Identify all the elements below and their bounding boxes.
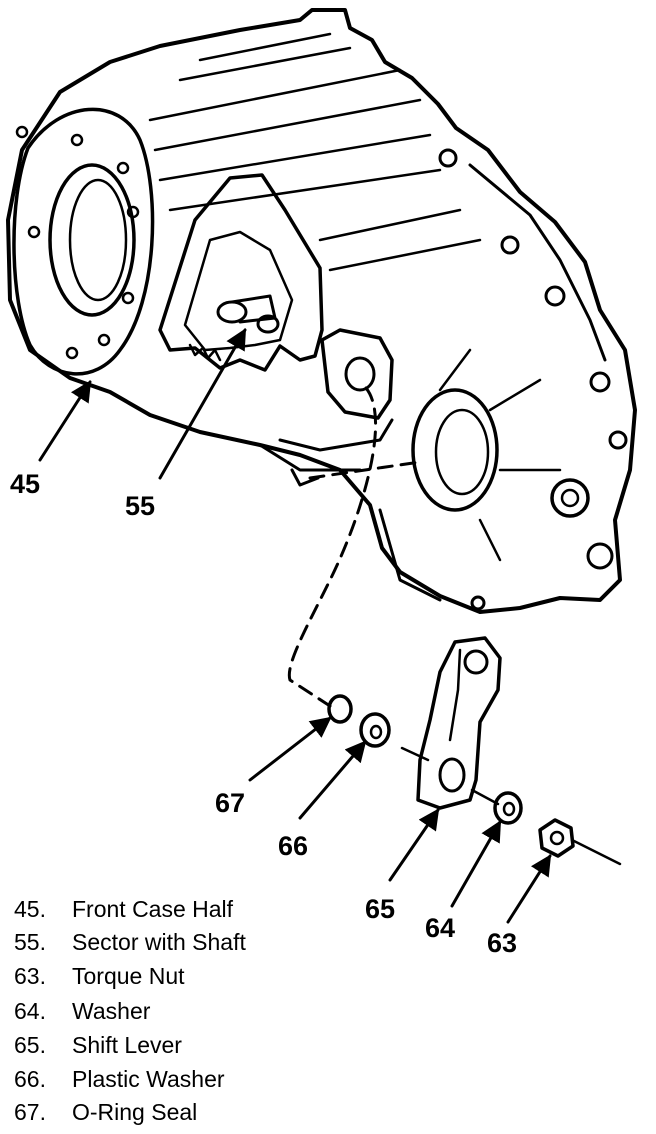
legend-label: Sector with Shaft bbox=[72, 929, 246, 955]
leader-67 bbox=[248, 716, 332, 782]
legend-label: Torque Nut bbox=[72, 963, 185, 989]
plastic-washer bbox=[359, 712, 391, 748]
torque-nut bbox=[538, 818, 575, 858]
leader-65 bbox=[388, 808, 440, 882]
legend-number: 63. bbox=[14, 963, 46, 989]
legend-label: Front Case Half bbox=[72, 896, 234, 922]
legend-item: 66. Plastic Washer bbox=[14, 1066, 225, 1092]
legend-item: 45. Front Case Half bbox=[14, 896, 234, 922]
leader-lines bbox=[38, 328, 552, 924]
legend-label: Plastic Washer bbox=[72, 1066, 225, 1092]
callout-67: 67 bbox=[215, 788, 245, 818]
lever-centerline bbox=[400, 746, 430, 762]
legend-item: 67. O-Ring Seal bbox=[14, 1099, 197, 1125]
callout-45: 45 bbox=[10, 469, 40, 499]
callout-63: 63 bbox=[487, 928, 517, 958]
callout-66: 66 bbox=[278, 831, 308, 861]
legend-label: O-Ring Seal bbox=[72, 1099, 197, 1125]
leader-64 bbox=[450, 820, 502, 908]
legend-item: 64. Washer bbox=[14, 998, 151, 1024]
shift-lever bbox=[416, 636, 502, 810]
sector-with-shaft bbox=[158, 173, 324, 372]
parts-legend: 45. Front Case Half 55. Sector with Shaf… bbox=[14, 896, 246, 1125]
legend-item: 55. Sector with Shaft bbox=[14, 929, 246, 955]
legend-item: 63. Torque Nut bbox=[14, 963, 185, 989]
legend-label: Washer bbox=[72, 998, 151, 1024]
washer-centerline bbox=[470, 788, 500, 806]
legend-number: 55. bbox=[14, 929, 46, 955]
legend-number: 66. bbox=[14, 1066, 46, 1092]
legend-number: 45. bbox=[14, 896, 46, 922]
shaft-housing bbox=[278, 328, 394, 487]
output-centerline bbox=[308, 460, 422, 480]
washer bbox=[493, 791, 523, 825]
callout-64: 64 bbox=[425, 913, 455, 943]
o-ring-seal bbox=[327, 694, 353, 724]
legend-label: Shift Lever bbox=[72, 1032, 182, 1058]
assembly-centerline bbox=[287, 386, 378, 708]
leader-55 bbox=[158, 328, 247, 480]
callout-65: 65 bbox=[365, 894, 395, 924]
legend-item: 65. Shift Lever bbox=[14, 1032, 182, 1058]
callout-55: 55 bbox=[125, 491, 155, 521]
leader-45 bbox=[38, 380, 92, 462]
legend-number: 64. bbox=[14, 998, 46, 1024]
legend-number: 65. bbox=[14, 1032, 46, 1058]
legend-number: 67. bbox=[14, 1099, 46, 1125]
stud-centerline bbox=[570, 838, 622, 866]
leader-66 bbox=[298, 740, 367, 820]
front-case-half bbox=[6, 8, 637, 614]
leader-63 bbox=[506, 854, 552, 924]
